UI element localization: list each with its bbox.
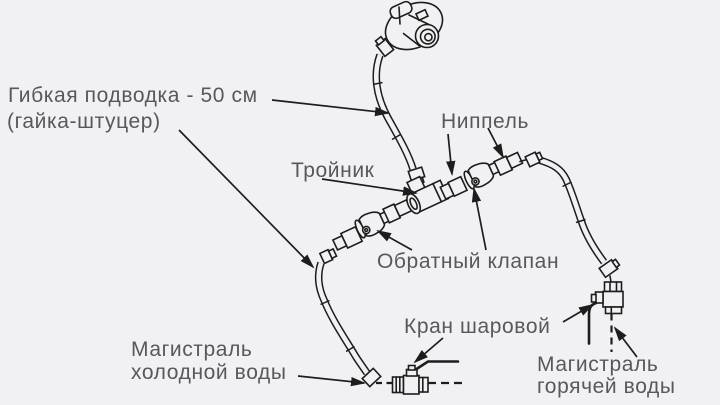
arrow-check-valve-left xyxy=(376,230,413,251)
nipple-fitting-3 xyxy=(439,175,469,201)
valve-handle-hot xyxy=(587,301,598,345)
arrow-nipple-right xyxy=(487,127,504,159)
label-hot-main-line1: Магистраль xyxy=(537,353,658,376)
arrow-flexible-hose-top xyxy=(271,99,390,117)
nipple-fitting-1 xyxy=(331,225,364,252)
arrow-ball-valve-cold xyxy=(413,337,444,364)
flexible-hose-cold-side xyxy=(314,261,371,376)
flexible-hose-top xyxy=(372,53,417,171)
arrow-check-valve-right xyxy=(471,187,487,251)
ball-valve-hot xyxy=(587,258,624,345)
flexible-hose-hot-side xyxy=(537,156,608,265)
arrow-hot-main xyxy=(613,326,638,358)
arrow-nipple-left xyxy=(446,133,456,176)
union-nut-cold-top xyxy=(318,247,338,265)
ball-valve-cold xyxy=(361,360,462,395)
label-hot-main-line2: горячей воды xyxy=(537,375,676,398)
label-flexible-hose-line2: (гайка-штуцер) xyxy=(7,110,161,133)
arrow-ball-valve-hot xyxy=(562,303,594,323)
drinking-faucet xyxy=(374,0,444,58)
valve-handle-cold xyxy=(415,360,460,371)
label-cold-main-line1: Магистраль xyxy=(131,338,252,361)
arrow-cold-main xyxy=(297,375,366,387)
label-ball-valve: Кран шаровой xyxy=(404,315,550,338)
union-nut-hot-top xyxy=(524,151,544,168)
label-flexible-hose-line1: Гибкая подводка - 50 см xyxy=(8,84,258,107)
label-cold-main-line2: холодной воды xyxy=(131,361,287,384)
label-check-valve: Обратный клапан xyxy=(377,250,559,273)
check-valve-right xyxy=(463,161,501,190)
arrow-flexible-hose-bottom xyxy=(178,129,315,269)
arrow-tee xyxy=(321,178,418,196)
nipple-fitting-4 xyxy=(493,151,524,177)
label-nipple: Ниппель xyxy=(441,110,529,133)
label-tee: Тройник xyxy=(291,159,375,182)
